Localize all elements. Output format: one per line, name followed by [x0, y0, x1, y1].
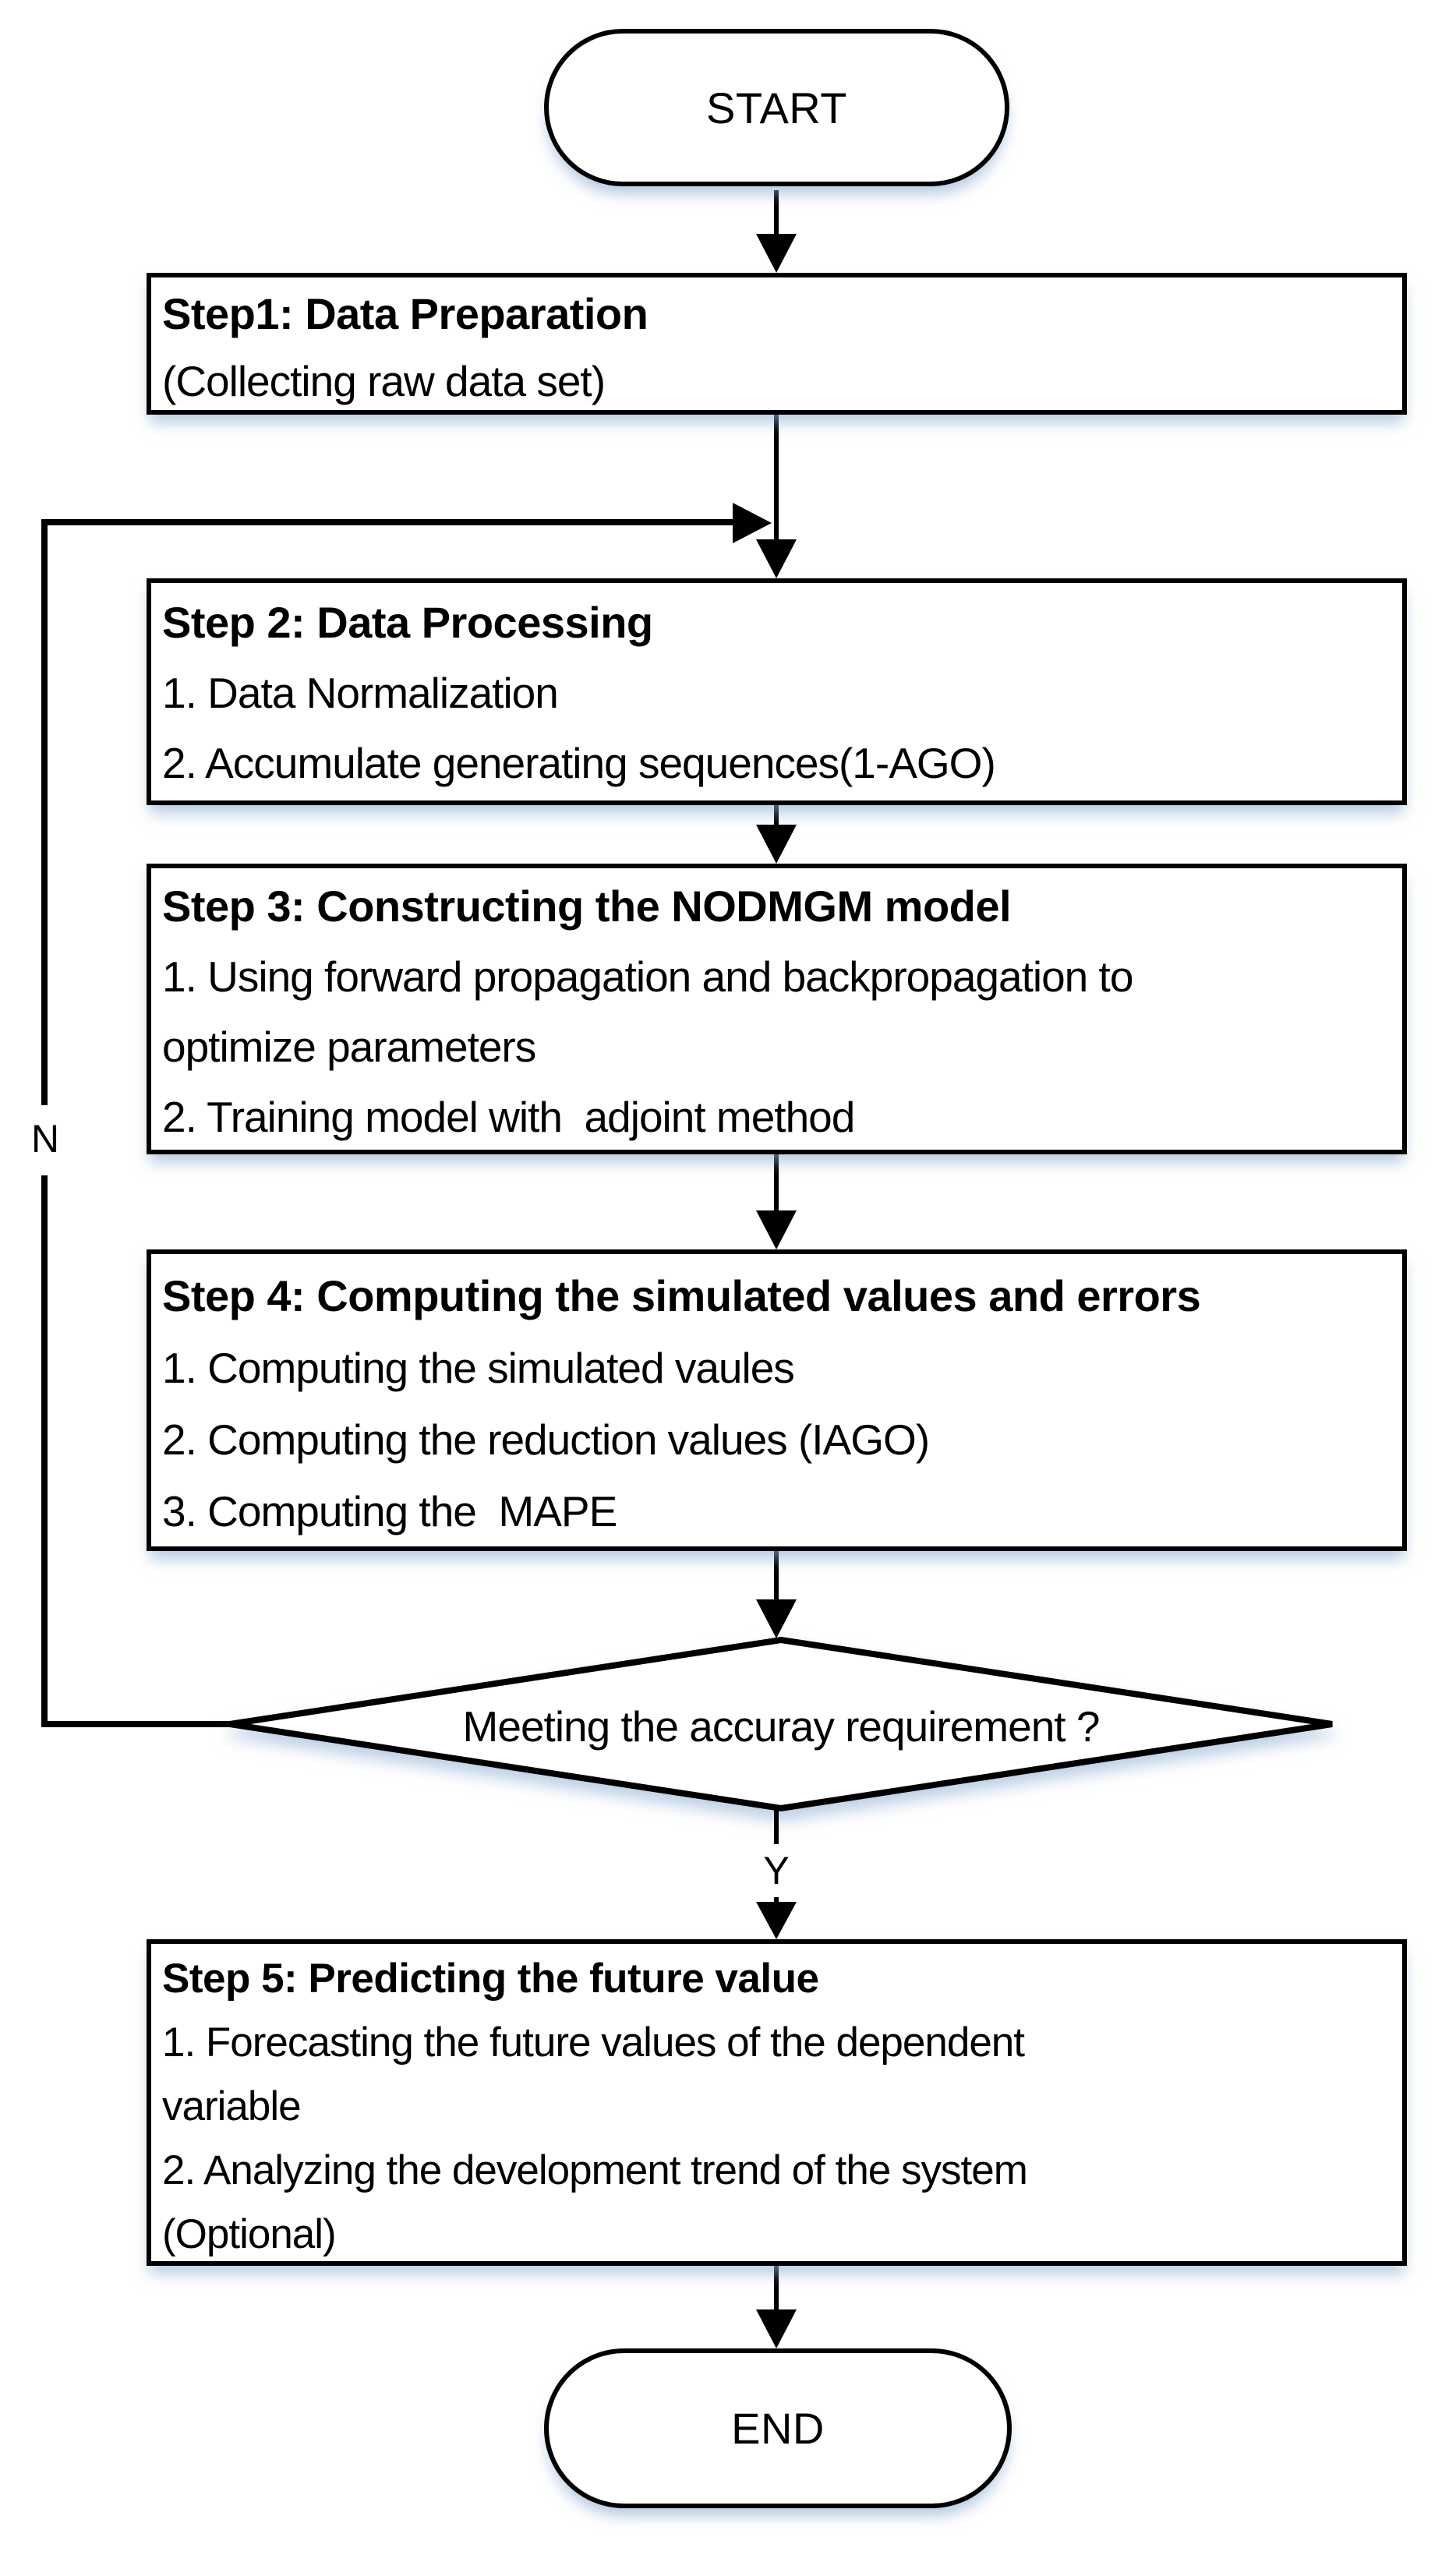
end-terminal: END — [544, 2348, 1012, 2508]
arrowhead-step4-to-decision — [756, 1599, 797, 1638]
step3-line: optimize parameters — [162, 1023, 536, 1071]
step5-line: (Optional) — [162, 2211, 337, 2257]
step2-line: 1. Data Normalization — [162, 669, 559, 717]
step4-line: 2. Computing the reduction values (IAGO) — [162, 1415, 930, 1464]
step1-line: (Collecting raw data set) — [162, 357, 606, 405]
arrowhead-step1-to-step2 — [756, 539, 797, 578]
process-step3: Step 3: Constructing the NODMGM model 1.… — [147, 864, 1407, 1154]
step2-line: 2. Accumulate generating sequences(1-AGO… — [162, 739, 996, 787]
step3-title: Step 3: Constructing the NODMGM model — [162, 882, 1012, 931]
decision-label: Meeting the accuray requirement ? — [462, 1702, 1101, 1751]
step4-line: 3. Computing the MAPE — [162, 1487, 617, 1535]
process-step1: Step1: Data Preparation (Collecting raw … — [147, 273, 1407, 415]
step1-title: Step1: Data Preparation — [162, 289, 648, 338]
decision-no-label: N — [16, 1113, 75, 1164]
feedback-line-lower — [41, 1175, 234, 1727]
arrowhead-start-to-step1 — [756, 234, 797, 273]
arrowhead-step3-to-step4 — [756, 1210, 797, 1249]
step5-line: variable — [162, 2083, 302, 2129]
step5-line: 2. Analyzing the development trend of th… — [162, 2147, 1028, 2193]
arrowhead-step5-to-end — [756, 2309, 797, 2348]
process-step2: Step 2: Data Processing 1. Data Normaliz… — [147, 578, 1407, 805]
step5-line: 1. Forecasting the future values of the … — [162, 2020, 1025, 2066]
arrowhead-decision-to-step5 — [756, 1902, 797, 1939]
decision-diamond — [229, 1636, 1333, 1812]
process-step4: Step 4: Computing the simulated values a… — [147, 1249, 1407, 1551]
step5-title: Step 5: Predicting the future value — [162, 1956, 819, 2002]
start-label: START — [706, 83, 847, 133]
arrowhead-feedback-junction — [733, 503, 772, 543]
step4-line: 1. Computing the simulated vaules — [162, 1344, 795, 1392]
feedback-line-upper — [41, 519, 733, 1105]
end-label: END — [731, 2404, 825, 2453]
process-step5: Step 5: Predicting the future value 1. F… — [147, 1939, 1407, 2266]
decision-yes-label: Y — [747, 1846, 806, 1896]
start-terminal: START — [544, 29, 1009, 186]
step3-line: 1. Using forward propagation and backpro… — [162, 952, 1133, 1001]
step3-line: 2. Training model with adjoint method — [162, 1093, 855, 1141]
arrowhead-step2-to-step3 — [756, 825, 797, 864]
step4-title: Step 4: Computing the simulated values a… — [162, 1271, 1201, 1320]
step2-title: Step 2: Data Processing — [162, 598, 653, 647]
